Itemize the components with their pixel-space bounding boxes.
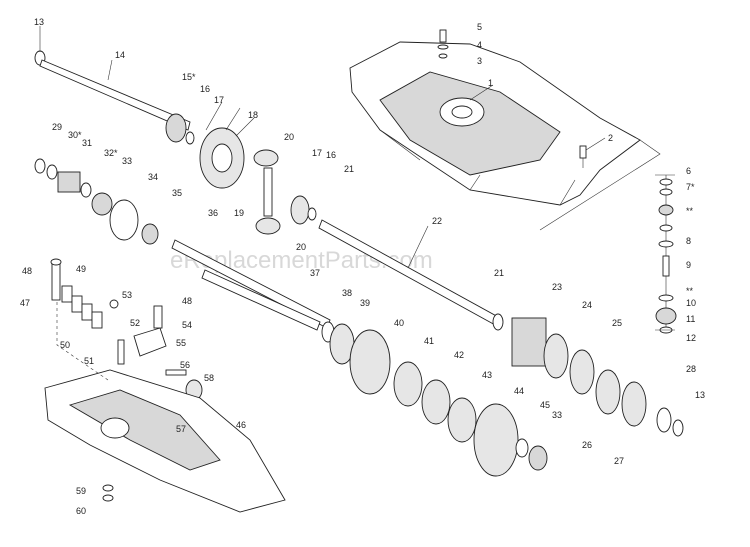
callout-label: 3 <box>477 56 482 66</box>
middle-shaft <box>171 239 331 331</box>
callout-label: ** <box>686 206 694 216</box>
callout-label: 49 <box>76 264 86 274</box>
callout-label: 58 <box>204 373 214 383</box>
callout-label: 25 <box>612 318 622 328</box>
callout-label: 59 <box>76 486 86 496</box>
callout-label: 16 <box>326 150 336 160</box>
callout-label: 17 <box>214 95 224 105</box>
callout-label: 24 <box>582 300 592 310</box>
upper-housing <box>349 41 641 206</box>
callout-label: 36 <box>208 208 218 218</box>
callout-label: 46 <box>236 420 246 430</box>
bearing-stack <box>34 158 159 245</box>
callout-label: 14 <box>115 50 125 60</box>
upper-shaft-assembly <box>34 50 245 189</box>
callout-label: 37 <box>310 268 320 278</box>
callout-label: 45 <box>540 400 550 410</box>
callout-label: 40 <box>394 318 404 328</box>
callout-label: 28 <box>686 364 696 374</box>
callout-label: 27 <box>614 456 624 466</box>
callout-label: 13 <box>695 390 705 400</box>
callout-label: 6 <box>686 166 691 176</box>
callout-label: 41 <box>424 336 434 346</box>
callout-label: 11 <box>686 314 695 324</box>
parts-3-4-5 <box>437 29 449 59</box>
callout-label: 13 <box>34 17 44 27</box>
callout-label: 60 <box>76 506 86 516</box>
callout-label: 43 <box>482 370 492 380</box>
callout-label: 5 <box>477 22 482 32</box>
callout-label: 21 <box>344 164 354 174</box>
callout-label: 29 <box>52 122 62 132</box>
callout-label: 48 <box>182 296 192 306</box>
callout-label: 51 <box>84 356 94 366</box>
callout-label: 44 <box>514 386 524 396</box>
callout-label: 31 <box>82 138 92 148</box>
shift-cluster <box>50 258 203 401</box>
callout-label: 34 <box>148 172 158 182</box>
callout-label: 53 <box>122 290 132 300</box>
gear-row <box>321 317 684 477</box>
callout-label: 17 <box>312 148 322 158</box>
callout-label: 47 <box>20 298 30 308</box>
callout-label: 39 <box>360 298 370 308</box>
callout-label: ** <box>686 286 694 296</box>
callout-label: 20 <box>284 132 294 142</box>
callout-label: 10 <box>686 298 696 308</box>
lower-housing <box>44 369 286 513</box>
callout-label: 55 <box>176 338 186 348</box>
callout-label: 54 <box>182 320 192 330</box>
callout-label: 20 <box>296 242 306 252</box>
pinion-assembly <box>253 149 317 235</box>
callout-label: 15* <box>182 72 196 82</box>
callout-label: 2 <box>608 133 613 143</box>
callout-label: 32* <box>104 148 118 158</box>
callout-label: 57 <box>176 424 186 434</box>
callout-label: 56 <box>180 360 190 370</box>
callout-label: 26 <box>582 440 592 450</box>
callout-label: 21 <box>494 268 504 278</box>
callout-label: 19 <box>234 208 244 218</box>
callout-label: 42 <box>454 350 464 360</box>
callout-label: 30* <box>68 130 82 140</box>
callout-label: 22 <box>432 216 442 226</box>
callout-label: 38 <box>342 288 352 298</box>
callout-label: 50 <box>60 340 70 350</box>
leader-lines <box>56 139 675 381</box>
callout-label: 4 <box>477 40 482 50</box>
callout-label: 8 <box>686 236 691 246</box>
callout-label: 9 <box>686 260 691 270</box>
callout-label: 48 <box>22 266 32 276</box>
callout-label: 23 <box>552 282 562 292</box>
callout-label: 33 <box>122 156 132 166</box>
right-column-stack <box>655 175 677 334</box>
part-2-bolt <box>579 145 587 168</box>
callout-labels: 1 2 3 4 5 6 7* ** 8 9 ** 10 11 12 13 14 … <box>20 17 705 516</box>
label-leaders <box>39 26 606 269</box>
callout-label: 52 <box>130 318 140 328</box>
callout-label: 18 <box>248 110 258 120</box>
callout-label: 1 <box>488 78 493 88</box>
callout-label: 7* <box>686 182 695 192</box>
callout-label: 12 <box>686 333 696 343</box>
long-shaft <box>318 219 504 331</box>
callout-label: 16 <box>200 84 210 94</box>
callout-label: 35 <box>172 188 182 198</box>
callout-label: 33 <box>552 410 562 420</box>
